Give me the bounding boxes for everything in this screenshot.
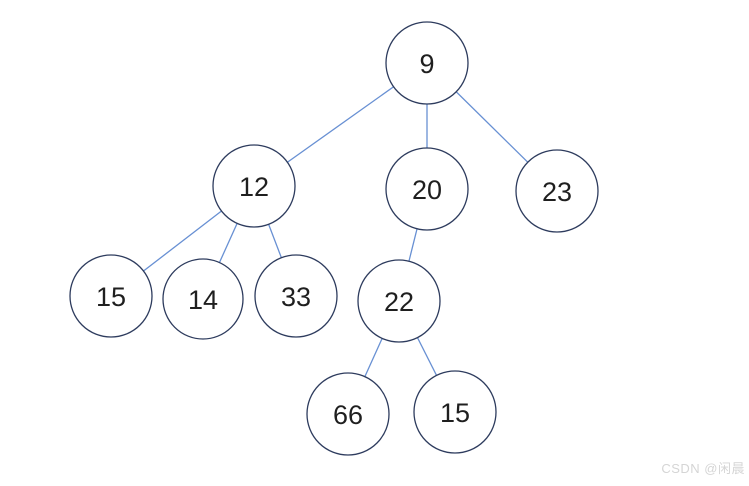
tree-node-n66: 66 — [306, 372, 390, 456]
node-layer: 9 12 20 23 15 14 33 22 66 15 — [69, 21, 599, 456]
tree-node-label-n9: 9 — [419, 49, 434, 79]
tree-node-circle-n66 — [306, 372, 390, 456]
tree-node-label-n23: 23 — [542, 177, 572, 207]
tree-node-n15: 15 — [69, 254, 153, 338]
tree-node-circle-n22 — [357, 259, 441, 343]
tree-node-circle-n20 — [385, 147, 469, 231]
tree-node-label-n15: 15 — [96, 282, 126, 312]
tree-node-label-n20: 20 — [412, 175, 442, 205]
tree-node-n9: 9 — [385, 21, 469, 105]
tree-node-label-n15b: 15 — [440, 398, 470, 428]
watermark-text: CSDN @闲晨 — [661, 461, 745, 476]
tree-node-n22: 22 — [357, 259, 441, 343]
tree-node-label-n14: 14 — [188, 285, 218, 315]
tree-node-n33: 33 — [254, 254, 338, 338]
tree-node-circle-n23 — [515, 149, 599, 233]
tree-node-circle-n33 — [254, 254, 338, 338]
tree-node-circle-n14 — [162, 258, 244, 340]
tree-node-n14: 14 — [162, 258, 244, 340]
tree-node-n12: 12 — [212, 144, 296, 228]
tree-node-n23: 23 — [515, 149, 599, 233]
edge-layer — [110, 62, 558, 415]
tree-node-circle-n15b — [413, 370, 497, 454]
tree-node-n15b: 15 — [413, 370, 497, 454]
tree-node-label-n66: 66 — [333, 400, 363, 430]
tree-node-label-n12: 12 — [239, 172, 269, 202]
tree-node-label-n33: 33 — [281, 282, 311, 312]
tree-node-circle-n12 — [212, 144, 296, 228]
tree-node-label-n22: 22 — [384, 287, 414, 317]
tree-node-n20: 20 — [385, 147, 469, 231]
tree-node-circle-n15 — [69, 254, 153, 338]
tree-node-circle-n9 — [385, 21, 469, 105]
